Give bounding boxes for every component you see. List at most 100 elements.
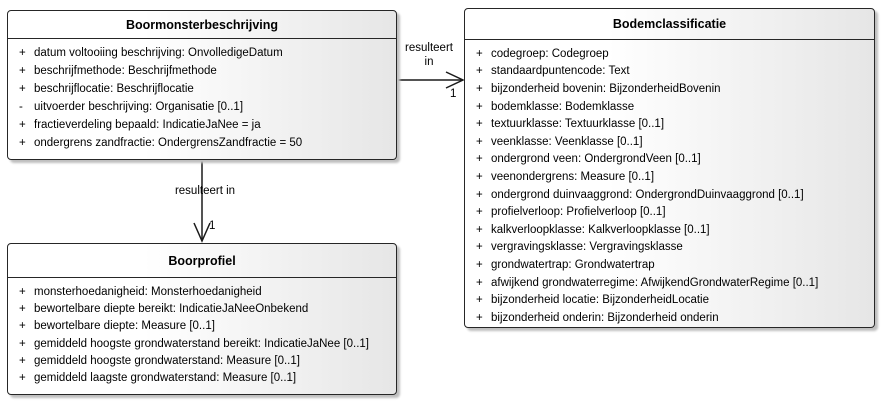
attribute-text: afwijkend grondwaterregime: AfwijkendGro… [491,276,819,289]
attribute-row: + bijzonderheid bovenin: BijzonderheidBo… [465,80,874,98]
attribute-row: + bewortelbare diepte bereikt: Indicatie… [8,300,396,317]
visibility-marker: + [19,47,26,59]
attribute-row: + ondergrond veen: OndergrondVeen [0..1] [465,151,874,169]
attribute-row: + bewortelbare diepte: Measure [0..1] [8,318,396,335]
class-bodemclassificatie[interactable]: Bodemclassificatie + codegroep: Codegroe… [464,8,875,328]
multiplicity-bodemclassificatie: 1 [450,88,457,100]
attribute-row: + bodemklasse: Bodemklasse [465,98,874,116]
attribute-row: - uitvoerder beschrijving: Organisatie [… [8,98,396,116]
attribute-row: + textuurklasse: Textuurklasse [0..1] [465,115,874,133]
visibility-marker: + [476,118,483,131]
attribute-text: bijzonderheid onderin: Bijzonderheid ond… [491,311,719,324]
attribute-row: + veenondergrens: Measure [0..1] [465,168,874,186]
attribute-row: + veenklasse: Veenklasse [0..1] [465,133,874,151]
attribute-row: + afwijkend grondwaterregime: AfwijkendG… [465,274,874,292]
visibility-marker: + [476,65,483,78]
visibility-marker: + [476,276,483,289]
attribute-compartment: + datum voltooiing beschrijving: Onvolle… [8,39,396,152]
attribute-text: monsterhoedanigheid: Monsterhoedanigheid [34,285,262,298]
attribute-text: codegroep: Codegroep [491,47,609,60]
attribute-text: kalkverloopklasse: Kalkverloopklasse [0.… [491,223,710,236]
attribute-row: + gemiddeld laagste grondwaterstand: Mea… [8,369,396,386]
visibility-marker: + [476,223,483,236]
attribute-text: beschrijflocatie: Beschrijflocatie [34,83,194,95]
visibility-marker: + [19,320,26,333]
visibility-marker: - [19,101,23,113]
attribute-compartment: + monsterhoedanigheid: Monsterhoedanighe… [8,278,396,387]
attribute-text: bewortelbare diepte: Measure [0..1] [34,320,215,333]
attribute-row: + bijzonderheid locatie: BijzonderheidLo… [465,291,874,309]
attribute-text: fractieverdeling bepaald: IndicatieJaNee… [34,119,261,131]
attribute-row: + vergravingsklasse: Vergravingsklasse [465,239,874,257]
attribute-text: uitvoerder beschrijving: Organisatie [0.… [34,101,244,113]
connector-label-line2: in [424,55,434,68]
visibility-marker: + [476,153,483,166]
attribute-row: + beschrijflocatie: Beschrijflocatie [8,80,396,98]
attribute-row: + ondergrond duinvaaggrond: OndergrondDu… [465,186,874,204]
multiplicity-boorprofiel: 1 [209,220,216,232]
visibility-marker: + [476,82,483,95]
visibility-marker: + [19,83,26,95]
connector-label-resulteert-in-vertical: resulteert in [174,185,236,197]
visibility-marker: + [19,354,26,367]
class-boormonsterbeschrijving[interactable]: Boormonsterbeschrijving + datum voltooii… [7,10,397,160]
attribute-text: bodemklasse: Bodemklasse [491,100,635,113]
attribute-text: datum voltooiing beschrijving: Onvolledi… [34,47,283,59]
attribute-compartment: + codegroep: Codegroep + standaardpunten… [465,40,874,327]
class-title: Boormonsterbeschrijving [8,11,396,39]
visibility-marker: + [476,206,483,219]
attribute-row: + profielverloop: Profielverloop [0..1] [465,203,874,221]
attribute-text: vergravingsklasse: Vergravingsklasse [491,241,683,254]
class-boorprofiel[interactable]: Boorprofiel + monsterhoedanigheid: Monst… [7,243,397,395]
visibility-marker: + [19,65,26,77]
attribute-text: veenklasse: Veenklasse [0..1] [491,135,643,148]
open-arrowhead-right-icon [445,71,465,89]
attribute-row: + bijzonderheid onderin: Bijzonderheid o… [465,309,874,327]
attribute-row: + standaardpuntencode: Text [465,63,874,81]
attribute-text: textuurklasse: Textuurklasse [0..1] [491,118,665,131]
visibility-marker: + [476,135,483,148]
visibility-marker: + [19,302,26,315]
visibility-marker: + [476,311,483,324]
visibility-marker: + [19,337,26,350]
attribute-text: veenondergrens: Measure [0..1] [491,170,655,183]
visibility-marker: + [19,137,26,149]
connector-label-line1: resulteert [405,42,453,54]
visibility-marker: + [476,170,483,183]
visibility-marker: + [476,188,483,201]
visibility-marker: + [476,241,483,254]
attribute-text: bijzonderheid bovenin: BijzonderheidBove… [491,82,721,95]
attribute-text: bijzonderheid locatie: BijzonderheidLoca… [491,294,710,307]
attribute-row: + kalkverloopklasse: Kalkverloopklasse [… [465,221,874,239]
attribute-text: grondwatertrap: Grondwatertrap [491,258,655,271]
attribute-text: gemiddeld hoogste grondwaterstand: Measu… [34,354,300,367]
attribute-text: ondergrens zandfractie: OndergrensZandfr… [34,137,303,149]
attribute-row: + fractieverdeling bepaald: IndicatieJaN… [8,116,396,134]
attribute-row: + grondwatertrap: Grondwatertrap [465,256,874,274]
attribute-row: + monsterhoedanigheid: Monsterhoedanighe… [8,283,396,300]
visibility-marker: + [476,47,483,60]
attribute-row: + gemiddeld hoogste grondwaterstand: Mea… [8,352,396,369]
visibility-marker: + [19,372,26,385]
visibility-marker: + [19,119,26,131]
attribute-text: gemiddeld laagste grondwaterstand: Measu… [34,372,297,385]
attribute-row: + codegroep: Codegroep [465,45,874,63]
visibility-marker: + [476,100,483,113]
visibility-marker: + [476,294,483,307]
visibility-marker: + [476,258,483,271]
attribute-text: profielverloop: Profielverloop [0..1] [491,206,666,219]
class-title: Bodemclassificatie [465,9,874,40]
attribute-text: standaardpuntencode: Text [491,65,630,78]
attribute-text: beschrijfmethode: Beschrijfmethode [34,65,217,77]
class-title: Boorprofiel [8,244,396,278]
attribute-text: bewortelbare diepte bereikt: IndicatieJa… [34,302,309,315]
visibility-marker: + [19,285,26,298]
attribute-row: + datum voltooiing beschrijving: Onvolle… [8,44,396,62]
attribute-text: ondergrond duinvaaggrond: OndergrondDuin… [491,188,804,201]
attribute-row: + gemiddeld hoogste grondwaterstand bere… [8,335,396,352]
attribute-text: ondergrond veen: OndergrondVeen [0..1] [491,153,701,166]
connector-label-resulteert-in-horizontal: resulteert in [398,42,460,69]
attribute-row: + beschrijfmethode: Beschrijfmethode [8,62,396,80]
open-arrowhead-down-icon [193,222,211,243]
